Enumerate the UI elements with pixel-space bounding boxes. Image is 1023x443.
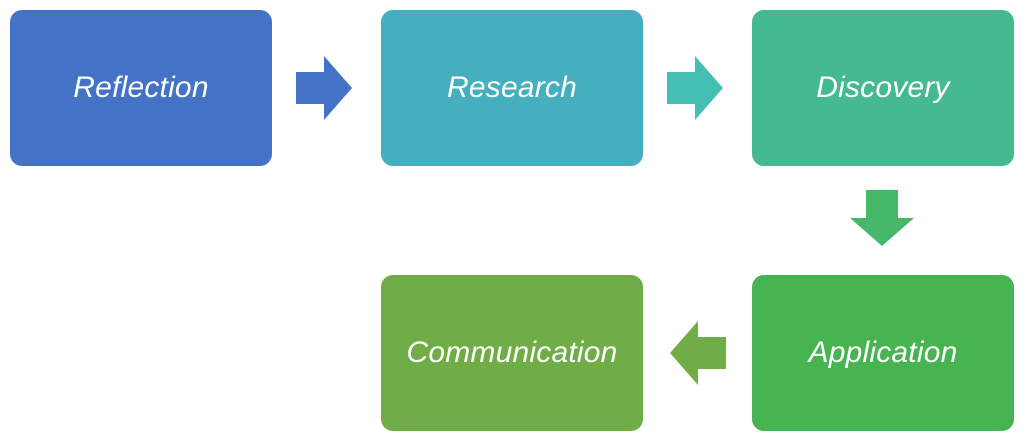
step-application-label: Application [808,336,958,369]
step-discovery-label: Discovery [816,71,950,104]
step-research-label: Research [447,71,577,104]
step-research: Research [381,10,643,166]
step-communication-label: Communication [406,336,618,369]
step-communication: Communication [381,275,643,431]
arrow-left-icon [670,321,726,385]
arrow-down-icon [850,190,914,246]
step-discovery: Discovery [752,10,1014,166]
step-reflection: Reflection [10,10,272,166]
arrow-right-icon [296,56,352,120]
step-application: Application [752,275,1014,431]
arrow-right-icon [667,56,723,120]
step-reflection-label: Reflection [73,71,209,104]
